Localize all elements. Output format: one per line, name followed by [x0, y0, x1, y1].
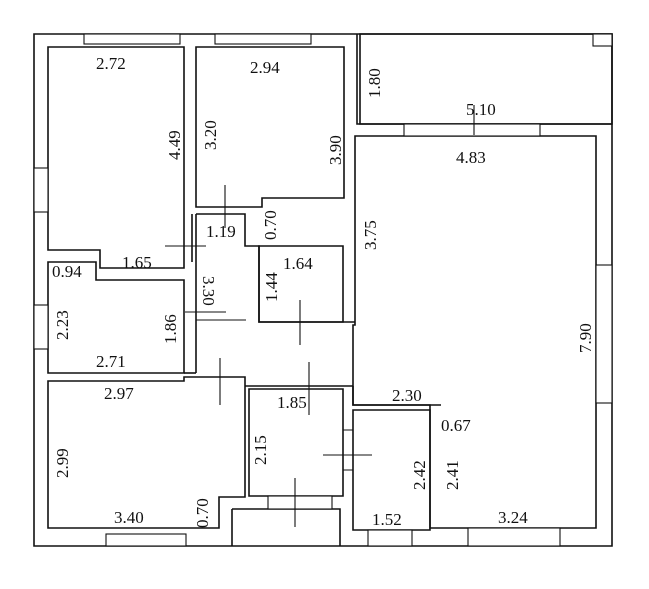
label-r4-bottom: 2.71	[96, 352, 126, 371]
room-outlines	[47, 33, 613, 546]
window-top-left	[83, 33, 181, 45]
label-r1-bottom: 1.65	[122, 253, 152, 272]
window-bottom-wc	[367, 529, 413, 547]
label-r2-width: 2.94	[250, 58, 280, 77]
label-corr-c: 3.30	[199, 276, 218, 306]
label-r2-left: 3.20	[201, 120, 220, 150]
label-r5-left: 2.99	[53, 448, 72, 478]
room-bathroom	[248, 388, 344, 497]
outer-wall	[33, 33, 613, 547]
label-corr-a: 1.19	[206, 222, 236, 241]
label-r8-left: 2.41	[443, 460, 462, 490]
window-bottom-living	[467, 527, 561, 547]
window-left-lower	[33, 304, 49, 350]
room-bedroom-bottom-left	[47, 376, 246, 529]
label-r3-width: 5.10	[466, 100, 496, 119]
room-bedroom-top-middle	[195, 46, 345, 208]
label-r4-right: 1.86	[161, 314, 180, 344]
label-r5-top: 2.97	[104, 384, 134, 403]
label-r6-left: 2.15	[251, 435, 270, 465]
room-bedroom-top-left	[47, 46, 185, 269]
label-r5-step: 0.70	[193, 498, 212, 528]
window-bottom-left	[105, 533, 187, 547]
label-r7-top: 2.30	[392, 386, 422, 405]
window-bottom-bath	[267, 495, 333, 510]
dimension-labels: 2.72 4.49 1.65 2.94 3.20 3.90 1.80 5.10 …	[52, 54, 595, 529]
label-r5-bottom: 3.40	[114, 508, 144, 527]
label-small-height: 1.44	[262, 272, 281, 302]
label-r8-top: 0.67	[441, 416, 471, 435]
window-balcony	[403, 123, 541, 137]
window-right	[595, 264, 613, 404]
label-r4-top: 0.94	[52, 262, 82, 281]
label-r1-height: 4.49	[165, 130, 184, 160]
window-left-upper	[33, 167, 49, 213]
room-small-left	[47, 261, 185, 374]
door-markers	[165, 105, 475, 527]
label-r6-top: 1.85	[277, 393, 307, 412]
room-wc	[352, 409, 431, 531]
label-r2-right: 3.90	[326, 135, 345, 165]
label-small-width: 1.64	[283, 254, 313, 273]
label-r7-right: 2.42	[410, 460, 429, 490]
label-r3-height: 1.80	[365, 68, 384, 98]
label-living-top: 4.83	[456, 148, 486, 167]
label-r7-bottom: 1.52	[372, 510, 402, 529]
windows	[33, 33, 613, 547]
corridor-inner	[196, 213, 355, 323]
label-living-right: 7.90	[576, 323, 595, 353]
label-r1-width: 2.72	[96, 54, 126, 73]
label-living-left: 3.75	[361, 220, 380, 250]
label-corr-b: 0.70	[261, 210, 280, 240]
label-living-bottom: 3.24	[498, 508, 528, 527]
room-living	[352, 135, 597, 529]
label-r4-left: 2.23	[53, 310, 72, 340]
window-top-middle	[214, 33, 312, 45]
room-balcony	[359, 33, 613, 125]
